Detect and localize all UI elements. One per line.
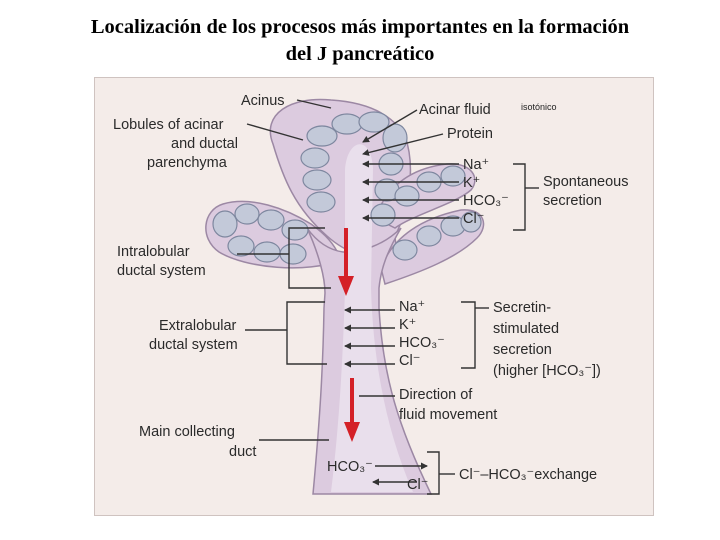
main-duct-label-line-1: Main collecting: [139, 424, 235, 440]
ion-label-cl: Cl⁻: [463, 211, 484, 227]
cell: [370, 203, 396, 227]
acinus-leader: [296, 99, 332, 109]
cell: [392, 239, 418, 261]
intralobular-label-line-1: Intralobular: [117, 244, 190, 260]
direction-label-line-1: Direction of: [399, 387, 473, 403]
ion-label-cl: Cl⁻: [399, 353, 420, 369]
ion-label-na: Na⁺: [399, 299, 425, 315]
extralobular-label-line-2: ductal system: [149, 337, 238, 353]
duct-tissue: [205, 98, 485, 495]
cell: [281, 219, 309, 241]
leader-lines: [237, 99, 539, 495]
ion-label-hco3: HCO₃⁻: [463, 193, 509, 209]
pancreatic-duct-diagram: Acinus Lobules of acinar and ductal pare…: [94, 77, 654, 516]
fluid-flow-arrows: [338, 228, 360, 442]
ion-label-k: K⁺: [399, 317, 416, 333]
spontaneous-bracket: [513, 163, 526, 231]
labels: Acinus Lobules of acinar and ductal pare…: [113, 93, 628, 493]
cell: [306, 191, 336, 213]
ion-label-na: Na⁺: [463, 157, 489, 173]
cell: [331, 113, 363, 135]
secretin-label-line-3: secretion: [493, 342, 552, 358]
lobules-label-line-3: parenchyma: [147, 155, 228, 171]
cell: [212, 210, 238, 238]
acinar-fluid-label: Acinar fluid: [419, 102, 491, 118]
cell: [440, 165, 466, 187]
ion-label-k: K⁺: [463, 175, 480, 191]
title-line-1: Localización de los procesos más importa…: [90, 16, 630, 38]
cell: [227, 235, 255, 257]
lobules-leader: [246, 123, 304, 141]
extralobular-bracket: [286, 301, 327, 365]
secretin-label-line-4: (higher [HCO₃⁻]): [493, 363, 601, 379]
protein-leader: [362, 133, 444, 156]
lobules-label-line-1: Lobules of acinar: [113, 117, 224, 133]
direction-label-line-2: fluid movement: [399, 407, 497, 423]
cell: [460, 211, 482, 233]
cell: [253, 241, 281, 263]
intralobular-bracket: [288, 227, 331, 289]
lobules-label-line-2: and ductal: [171, 136, 238, 152]
cell: [358, 111, 390, 133]
acinus-label: Acinus: [241, 93, 285, 109]
title-line-2: del J pancreático: [285, 43, 435, 65]
cell: [257, 209, 285, 231]
slide-title: Localización de los procesos más importa…: [0, 14, 720, 68]
flow-arrow-upper-head: [338, 276, 354, 296]
spontaneous-label-line-1: Spontaneous: [543, 174, 628, 190]
exchange-bracket: [427, 451, 440, 495]
exchange-ion-hco3: HCO₃⁻: [327, 459, 373, 475]
cell: [306, 125, 338, 147]
extralobular-label-line-1: Extralobular: [159, 318, 237, 334]
cell: [300, 147, 330, 169]
secretin-label-line-1: Secretin-: [493, 300, 551, 316]
intralobular-label-line-2: ductal system: [117, 263, 206, 279]
isotonic-annotation: isotónico: [521, 102, 557, 112]
protein-label: Protein: [447, 126, 493, 142]
acinar-cells: [212, 111, 482, 265]
ion-label-hco3: HCO₃⁻: [399, 335, 445, 351]
cell: [302, 169, 332, 191]
acinar-fluid-leader: [362, 109, 418, 143]
cell: [416, 225, 442, 247]
flow-arrow-lower-head: [344, 422, 360, 442]
cell: [394, 185, 420, 207]
secretin-label-line-2: stimulated: [493, 321, 559, 337]
spontaneous-label-line-2: secretion: [543, 193, 602, 209]
diagram-canvas: Acinus Lobules of acinar and ductal pare…: [113, 93, 628, 495]
cell: [234, 203, 260, 225]
exchange-ion-cl: Cl⁻: [407, 477, 428, 493]
secretin-bracket: [461, 301, 476, 369]
exchange-label: Cl⁻–HCO₃⁻exchange: [459, 467, 597, 483]
main-duct-label-line-2: duct: [229, 444, 256, 460]
